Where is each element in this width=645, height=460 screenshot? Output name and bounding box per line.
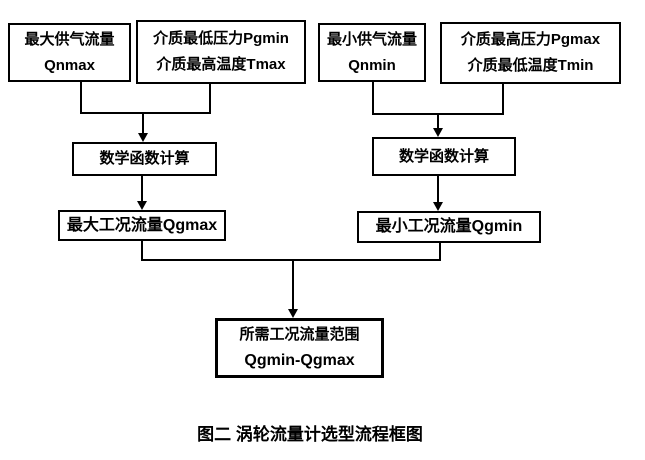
box-medium-max-pressure-min-temp: 介质最高压力Pgmax 介质最低温度Tmin [440, 22, 621, 84]
box-min-temp-label: 介质最低温度Tmin [467, 57, 594, 74]
box-max-supply-flow-label: 最大供气流量 [24, 30, 115, 48]
line-qnmin-down [372, 80, 374, 115]
arrowhead-to-math-right-icon [433, 128, 443, 137]
line-bottom-merge-horizontal [141, 259, 441, 261]
box-min-working-flow: 最小工况流量Qgmin [357, 211, 541, 243]
line-pgmax-down [502, 82, 504, 115]
line-left-merge-stem [142, 112, 144, 134]
line-pgmin-down [209, 82, 211, 114]
line-right-merge-stem [437, 113, 439, 129]
box-required-flow-range-value: Qgmin-Qgmax [244, 352, 355, 369]
box-min-supply-flow: 最小供气流量 Qnmin [318, 23, 426, 82]
box-max-supply-flow: 最大供气流量 Qnmax [8, 23, 131, 82]
line-bottom-merge-stem [292, 259, 294, 310]
line-qgmax-down [141, 240, 143, 261]
box-math-calc-right: 数学函数计算 [372, 137, 516, 176]
box-max-supply-flow-symbol: Qnmax [44, 56, 95, 74]
arrowhead-to-qgmin-icon [433, 202, 443, 211]
line-left-merge-horizontal [80, 112, 211, 114]
line-math-right-down [437, 176, 439, 203]
box-min-pressure-label: 介质最低压力Pgmin [153, 30, 289, 47]
box-required-flow-range: 所需工况流量范围 Qgmin-Qgmax [215, 318, 384, 378]
arrowhead-to-qgmax-icon [137, 201, 147, 210]
box-math-calc-left: 数学函数计算 [72, 142, 217, 176]
box-min-supply-flow-label: 最小供气流量 [326, 30, 417, 48]
line-qgmin-down [439, 242, 441, 261]
box-max-working-flow-label: 最大工况流量Qgmax [66, 216, 218, 234]
box-min-supply-flow-symbol: Qnmin [348, 56, 396, 74]
box-max-temp-label: 介质最高温度Tmax [156, 56, 286, 73]
box-min-working-flow-label: 最小工况流量Qgmin [375, 218, 523, 235]
box-required-flow-range-label: 所需工况流量范围 [239, 326, 360, 343]
line-qnmax-down [80, 80, 82, 114]
line-math-left-down [141, 176, 143, 202]
box-medium-min-pressure-max-temp: 介质最低压力Pgmin 介质最高温度Tmax [136, 20, 306, 84]
box-max-pressure-label: 介质最高压力Pgmax [460, 31, 601, 48]
box-max-working-flow: 最大工况流量Qgmax [58, 210, 226, 241]
arrowhead-to-math-left-icon [138, 133, 148, 142]
arrowhead-to-result-icon [288, 309, 298, 318]
figure-caption: 图二 涡轮流量计选型流程框图 [197, 425, 423, 444]
box-math-calc-right-label: 数学函数计算 [398, 147, 489, 165]
box-math-calc-left-label: 数学函数计算 [99, 150, 190, 167]
